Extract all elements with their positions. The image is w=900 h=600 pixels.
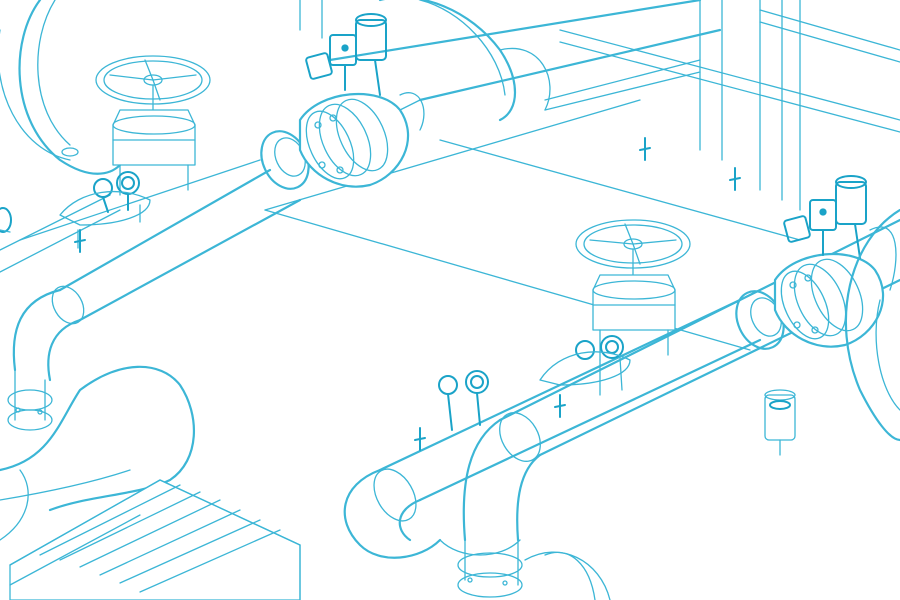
gate-valve-lower	[575, 219, 691, 361]
pressure-gauge-upper	[59, 171, 151, 249]
heat-exchanger-vessel-left	[0, 365, 196, 541]
heat-exchanger-vessel-right	[764, 208, 900, 456]
small-valve-left	[0, 207, 12, 233]
pipe-support-hanger	[554, 394, 566, 418]
pipe-support-hanger	[729, 167, 741, 191]
pipe-support-hanger-group	[74, 137, 741, 451]
platform-grating	[9, 479, 301, 600]
pipe-support-hanger	[414, 427, 426, 451]
pipe-run-upper	[0, 0, 722, 431]
ball-valve-actuator-upper	[260, 13, 425, 190]
pipe-support-hanger	[74, 229, 86, 253]
gate-valve-upper	[95, 55, 211, 196]
structural-frame	[19, 0, 900, 351]
pipe-support-hanger	[639, 137, 651, 161]
ball-valve-actuator-lower	[735, 175, 897, 350]
pressure-gauge-lower	[438, 335, 631, 431]
